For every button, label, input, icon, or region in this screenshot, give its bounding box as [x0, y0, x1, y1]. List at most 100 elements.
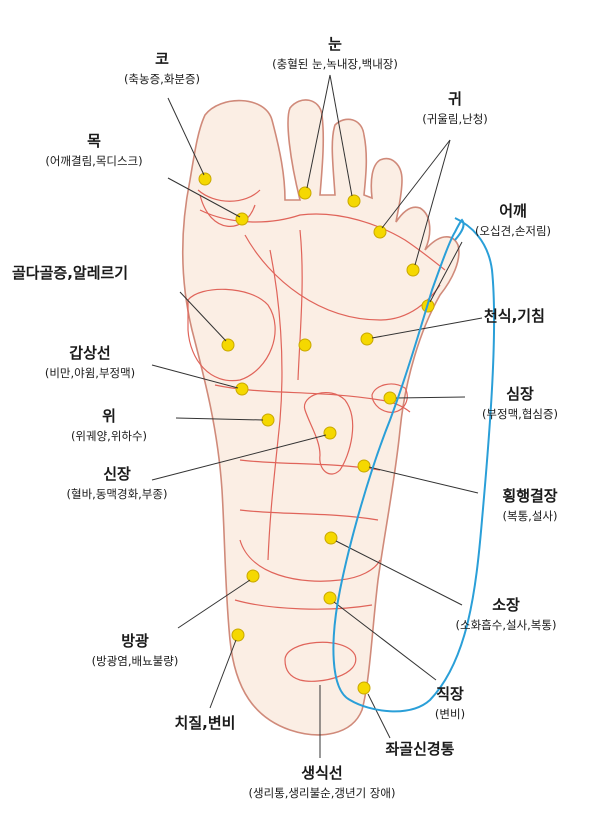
label-neck-sub: (어깨결림,목디스크) [45, 154, 143, 168]
point-smallint [324, 531, 338, 545]
leader-heart [395, 396, 466, 399]
zone-line-neck [199, 194, 256, 227]
zone-line-colon-2 [239, 509, 379, 521]
leader-kidney [151, 434, 327, 481]
point-hemorrhoid [231, 628, 245, 642]
label-genital: 생식선 (생리통,생리불순,갱년기 장애) [200, 762, 444, 801]
leader-small-2 [333, 601, 437, 681]
point-colon [357, 459, 371, 473]
foot-sole [181, 99, 460, 736]
label-shoulder-sub: (오십견,손저림) [474, 224, 552, 238]
point-kidney [323, 426, 337, 440]
point-ear-2 [406, 263, 420, 277]
label-sciatic-title: 좌골신경통 [385, 740, 455, 758]
label-bone-title: 골다골증,알레르기 [12, 264, 129, 282]
leader-sciatic [367, 693, 391, 739]
label-shoulder: 어깨 (오십견,손저림) [448, 200, 578, 239]
point-asthma [360, 332, 374, 346]
label-kidney-sub: (혈바,동맥경화,부종) [66, 487, 168, 501]
leader-bladder [177, 579, 251, 629]
label-thyroid-title: 갑상선 [69, 344, 111, 362]
label-nose-title: 코 [155, 50, 169, 68]
leader-neck [167, 177, 241, 218]
label-neck: 목 (어깨결림,목디스크) [14, 130, 174, 169]
point-ear-1 [373, 225, 387, 239]
blue-annotation-loop [332, 217, 496, 713]
label-eye-title: 눈 [328, 35, 342, 53]
point-nose [198, 172, 212, 186]
label-genital-title: 생식선 [301, 764, 343, 782]
label-nose-sub: (축농증,화분증) [123, 72, 201, 86]
label-smallint: 소장 (소화흡수,설사,복통) [424, 594, 588, 633]
label-nose: 코 (축농증,화분증) [100, 48, 224, 87]
leader-asthma [371, 317, 483, 339]
label-colon-title: 횡행결장 [502, 487, 558, 505]
label-smallint-sub: (소화흡수,설사,복통) [455, 618, 557, 632]
label-thyroid: 갑상선 (비만,야윔,부정맥) [20, 342, 160, 381]
zone-line-heart [371, 383, 408, 413]
label-heart: 심장 (부정맥,협심증) [455, 383, 585, 422]
leader-colon [368, 466, 479, 494]
label-stomach: 위 (위궤양,위하수) [44, 405, 174, 444]
label-rectum: 직장 (변비) [420, 683, 480, 722]
point-heart [383, 391, 397, 405]
label-thyroid-sub: (비만,야윔,부정맥) [44, 366, 136, 380]
label-hemorrhoid-title: 치질,변비 [174, 714, 236, 732]
zone-line-diaphragm [214, 384, 411, 413]
leader-hemorrhoid [209, 639, 237, 709]
label-hemorrhoid: 치질,변비 [150, 712, 260, 733]
leader-thyroid [151, 364, 239, 389]
leader-lines [151, 74, 483, 758]
point-rectum [357, 681, 371, 695]
label-neck-title: 목 [87, 132, 101, 150]
label-colon-sub: (복통,설사) [502, 509, 558, 523]
leader-shoulder [429, 241, 463, 303]
leader-eye-1 [306, 74, 331, 189]
point-thyroid [235, 382, 249, 396]
label-rectum-title: 직장 [436, 685, 464, 703]
zone-line-vertical-2 [297, 229, 303, 381]
zone-line-kidney [303, 391, 354, 475]
leader-eye-2 [329, 74, 353, 197]
point-mid [298, 338, 312, 352]
point-eye-2 [347, 194, 361, 208]
label-bladder-sub: (방광염,배뇨불량) [91, 654, 179, 668]
label-colon: 횡행결장 (복통,설사) [475, 485, 585, 524]
point-bladder [246, 569, 260, 583]
reflex-points [198, 172, 435, 695]
label-ear-title: 귀 [448, 90, 462, 108]
label-heart-sub: (부정맥,협심증) [481, 407, 559, 421]
label-stomach-title: 위 [102, 407, 116, 425]
label-sciatic: 좌골신경통 [370, 738, 470, 759]
label-eye: 눈 (충혈된 눈,녹내장,백내장) [230, 33, 440, 72]
point-eye-1 [298, 186, 312, 200]
label-rectum-sub: (변비) [434, 707, 466, 721]
zone-line-heel-oval [284, 641, 357, 682]
label-bladder: 방광 (방광염,배뇨불량) [60, 630, 210, 669]
label-ear-sub: (귀울림,난청) [422, 112, 488, 126]
label-kidney-title: 신장 [103, 465, 131, 483]
leader-nose [167, 97, 205, 176]
label-shoulder-title: 어깨 [499, 202, 527, 220]
zone-line-bone-oval [187, 288, 276, 382]
label-kidney: 신장 (혈바,동맥경화,부종) [32, 463, 202, 502]
zone-line-intestine [239, 539, 381, 582]
zone-line-lower [234, 599, 373, 610]
point-neck [235, 212, 249, 226]
point-stomach [261, 413, 275, 427]
leader-ear-1 [381, 139, 451, 229]
label-eye-sub: (충혈된 눈,녹내장,백내장) [272, 57, 398, 71]
label-asthma-title: 천식,기침 [484, 307, 545, 325]
point-bone [221, 338, 235, 352]
zone-line-big-toe [197, 189, 261, 202]
zone-line-vertical-1 [267, 249, 283, 561]
leader-ear-2 [414, 139, 451, 266]
label-asthma: 천식,기침 [484, 305, 545, 326]
leader-bone [179, 291, 227, 342]
label-bone: 골다골증,알레르기 [12, 262, 128, 283]
leader-smallint [335, 540, 463, 606]
label-smallint-title: 소장 [492, 596, 520, 614]
label-stomach-sub: (위궤양,위하수) [70, 429, 148, 443]
label-ear: 귀 (귀울림,난청) [400, 88, 510, 127]
point-small-2 [323, 591, 337, 605]
